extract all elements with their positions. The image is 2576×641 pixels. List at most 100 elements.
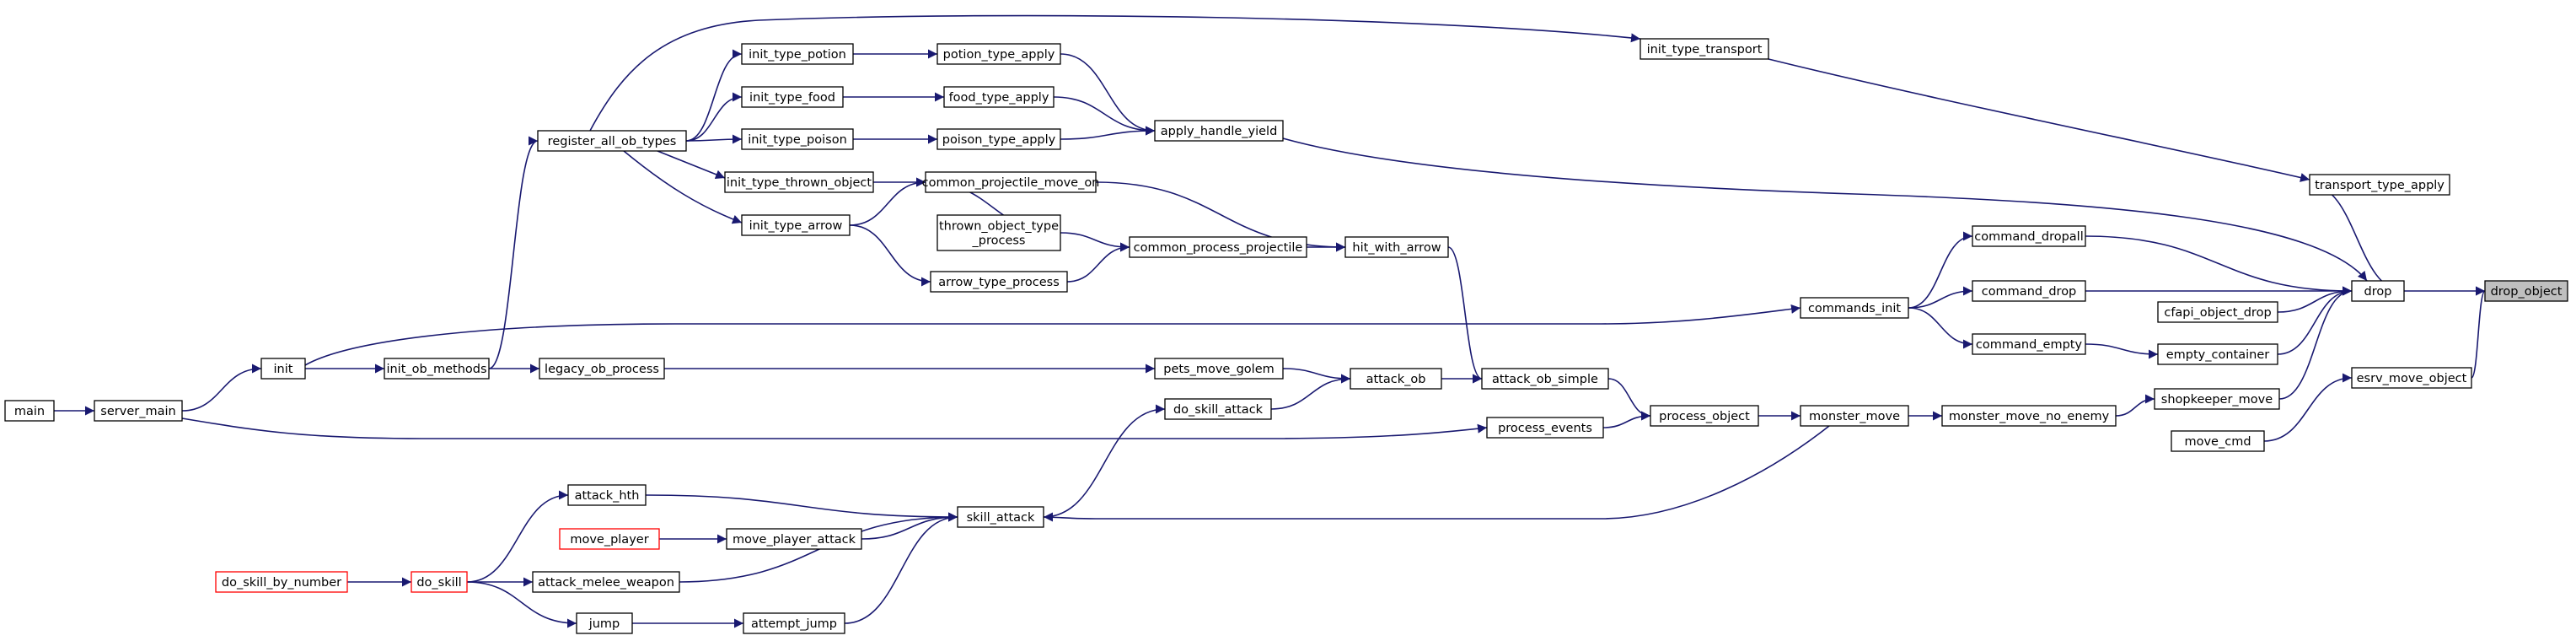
node-apply_handle_yield[interactable]: apply_handle_yield — [1154, 120, 1284, 142]
node-label: _process — [972, 234, 1026, 248]
node-do_skill[interactable]: do_skill — [411, 571, 468, 593]
node-box — [532, 571, 680, 593]
node-common_projectile_move_on[interactable]: common_projectile_move_on — [922, 171, 1100, 193]
node-label: do_skill_by_number — [222, 576, 341, 590]
node-move_player_attack[interactable]: move_player_attack — [726, 528, 862, 550]
node-box — [537, 130, 687, 152]
node-box — [2484, 280, 2568, 302]
node-potion_type_apply[interactable]: potion_type_apply — [936, 43, 1061, 65]
node-label: attack_hth — [575, 489, 640, 503]
node-attack_ob_simple[interactable]: attack_ob_simple — [1481, 368, 1609, 390]
node-do_skill_by_number[interactable]: do_skill_by_number — [215, 571, 348, 593]
node-box — [1972, 333, 2086, 355]
node-label: esrv_move_object — [2357, 372, 2467, 385]
edge-attack_ob_simple-to-process_object — [1607, 378, 1651, 421]
node-thrown_object_type_process[interactable]: thrown_object_type_process — [936, 214, 1061, 251]
node-legacy_ob_process[interactable]: legacy_ob_process — [539, 358, 665, 380]
node-label: init_ob_methods — [386, 363, 486, 376]
node-box — [726, 528, 862, 550]
node-jump[interactable]: jump — [576, 612, 633, 634]
node-label: init_type_food — [749, 91, 835, 105]
node-init_type_potion[interactable]: init_type_potion — [741, 43, 854, 65]
node-commands_init[interactable]: commands_init — [1800, 297, 1909, 319]
node-label: monster_move — [1809, 410, 1900, 423]
edge-init_ob_methods-to-register_all_ob_types — [488, 136, 539, 369]
edge-process_events-to-process_object — [1602, 411, 1651, 428]
node-process_events[interactable]: process_events — [1486, 417, 1604, 439]
edges-layer — [53, 14, 2486, 628]
node-label: attempt_jump — [751, 617, 837, 631]
node-label: hit_with_arrow — [1352, 241, 1441, 255]
node-box — [1344, 236, 1449, 258]
node-label: init_type_arrow — [749, 219, 843, 233]
node-attack_melee_weapon[interactable]: attack_melee_weapon — [532, 571, 680, 593]
edge-commands_init-to-command_dropall — [1908, 231, 1973, 309]
node-drop_object[interactable]: drop_object — [2484, 280, 2568, 302]
node-move_player[interactable]: move_player — [559, 528, 660, 550]
node-label: poison_type_apply — [942, 133, 1056, 147]
node-cfapi_object_drop[interactable]: cfapi_object_drop — [2157, 301, 2278, 323]
node-main[interactable]: main — [4, 400, 55, 422]
node-box — [2351, 280, 2405, 302]
node-attack_ob[interactable]: attack_ob — [1350, 368, 1442, 390]
node-init_ob_methods[interactable]: init_ob_methods — [384, 358, 490, 380]
node-init_type_arrow[interactable]: init_type_arrow — [741, 214, 851, 236]
node-init_type_thrown_object[interactable]: init_type_thrown_object — [724, 171, 874, 193]
edge-do_skill-to-attack_hth — [466, 490, 569, 583]
node-do_skill_attack[interactable]: do_skill_attack — [1164, 398, 1272, 420]
node-label: jump — [588, 617, 620, 631]
node-transport_type_apply[interactable]: transport_type_apply — [2309, 174, 2450, 196]
node-skill_attack[interactable]: skill_attack — [957, 506, 1044, 528]
node-drop[interactable]: drop — [2351, 280, 2405, 302]
edge-command_empty-to-empty_container — [2085, 343, 2159, 359]
node-box — [2154, 388, 2280, 410]
node-monster_move_no_enemy[interactable]: monster_move_no_enemy — [1941, 405, 2117, 427]
node-esrv_move_object[interactable]: esrv_move_object — [2351, 367, 2472, 389]
node-command_dropall[interactable]: command_dropall — [1972, 225, 2086, 247]
edge-monster_move-to-skill_attack — [1043, 425, 1830, 522]
node-command_drop[interactable]: command_drop — [1972, 280, 2086, 302]
node-server_main[interactable]: server_main — [94, 400, 183, 422]
node-label: empty_container — [2166, 348, 2270, 362]
node-init[interactable]: init — [260, 358, 306, 380]
node-box — [741, 86, 844, 108]
node-label: thrown_object_type — [939, 220, 1059, 234]
node-register_all_ob_types[interactable]: register_all_ob_types — [537, 130, 687, 152]
edge-apply_handle_yield-to-drop — [1282, 137, 2368, 282]
node-box — [94, 400, 183, 422]
node-shopkeeper_move[interactable]: shopkeeper_move — [2154, 388, 2280, 410]
node-process_object[interactable]: process_object — [1650, 405, 1759, 427]
node-label: move_cmd — [2184, 435, 2251, 449]
node-move_cmd[interactable]: move_cmd — [2171, 430, 2265, 452]
node-box — [936, 214, 1061, 251]
node-arrow_type_process[interactable]: arrow_type_process — [930, 271, 1068, 293]
node-box — [936, 43, 1061, 65]
node-food_type_apply[interactable]: food_type_apply — [943, 86, 1055, 108]
node-label: transport_type_apply — [2315, 179, 2445, 192]
node-init_type_poison[interactable]: init_type_poison — [741, 128, 854, 150]
node-pets_move_golem[interactable]: pets_move_golem — [1154, 358, 1284, 380]
node-box — [567, 484, 647, 506]
node-command_empty[interactable]: command_empty — [1972, 333, 2086, 355]
node-box — [1350, 368, 1442, 390]
edge-register_all_ob_types-to-init_type_transport — [589, 14, 1641, 132]
node-poison_type_apply[interactable]: poison_type_apply — [936, 128, 1061, 150]
node-common_process_projectile[interactable]: common_process_projectile — [1129, 236, 1307, 258]
node-hit_with_arrow[interactable]: hit_with_arrow — [1344, 236, 1449, 258]
node-label: common_process_projectile — [1134, 241, 1303, 255]
node-label: move_player_attack — [733, 533, 856, 547]
node-attempt_jump[interactable]: attempt_jump — [743, 612, 845, 634]
node-box — [1129, 236, 1307, 258]
edge-server_main-to-process_events — [181, 417, 1488, 439]
node-box — [1486, 417, 1604, 439]
node-init_type_transport[interactable]: init_type_transport — [1640, 38, 1769, 60]
node-monster_move[interactable]: monster_move — [1800, 405, 1909, 427]
node-label: command_empty — [1976, 338, 2083, 352]
node-label: init_type_poison — [748, 133, 847, 147]
node-box — [1800, 297, 1909, 319]
node-attack_hth[interactable]: attack_hth — [567, 484, 647, 506]
node-init_type_food[interactable]: init_type_food — [741, 86, 844, 108]
node-empty_container[interactable]: empty_container — [2157, 343, 2278, 365]
node-box — [1650, 405, 1759, 427]
